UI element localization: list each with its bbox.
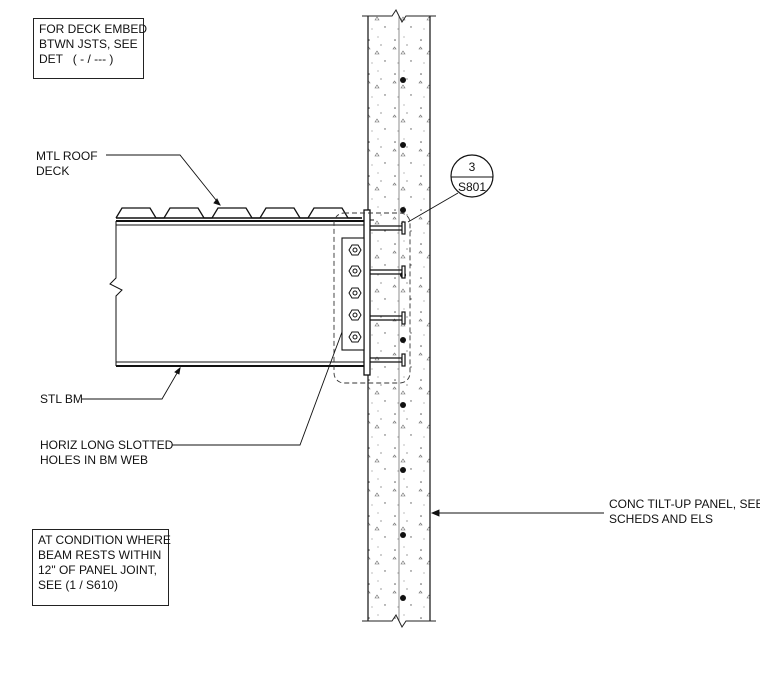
slotted-holes-label: HORIZ LONG SLOTTED HOLES IN BM WEB xyxy=(40,438,174,467)
bolt-group xyxy=(348,244,362,343)
metal-roof-deck xyxy=(115,207,362,219)
panel-joint-note: AT CONDITION WHERE BEAM RESTS WITHIN 12"… xyxy=(32,529,171,606)
detail-reference-bubble[interactable]: 3 S801 xyxy=(407,154,494,223)
headed-studs xyxy=(370,221,406,367)
detail-number: 3 xyxy=(469,160,476,174)
connection-callout-region xyxy=(333,212,411,384)
leader-lines xyxy=(82,154,604,517)
roof-deck-label: MTL ROOF DECK xyxy=(36,149,98,178)
tilt-up-panel-label: CONC TILT-UP PANEL, SEE SCHEDS AND ELS xyxy=(609,497,760,526)
shear-tab xyxy=(341,237,365,351)
steel-beam xyxy=(109,220,365,367)
detail-sheet: S801 xyxy=(458,180,486,194)
concrete-panel xyxy=(362,9,436,628)
steel-beam-label: STL BM xyxy=(40,392,83,406)
deck-embed-note: FOR DECK EMBED BTWN JSTS, SEE DET ( - / … xyxy=(33,18,147,79)
